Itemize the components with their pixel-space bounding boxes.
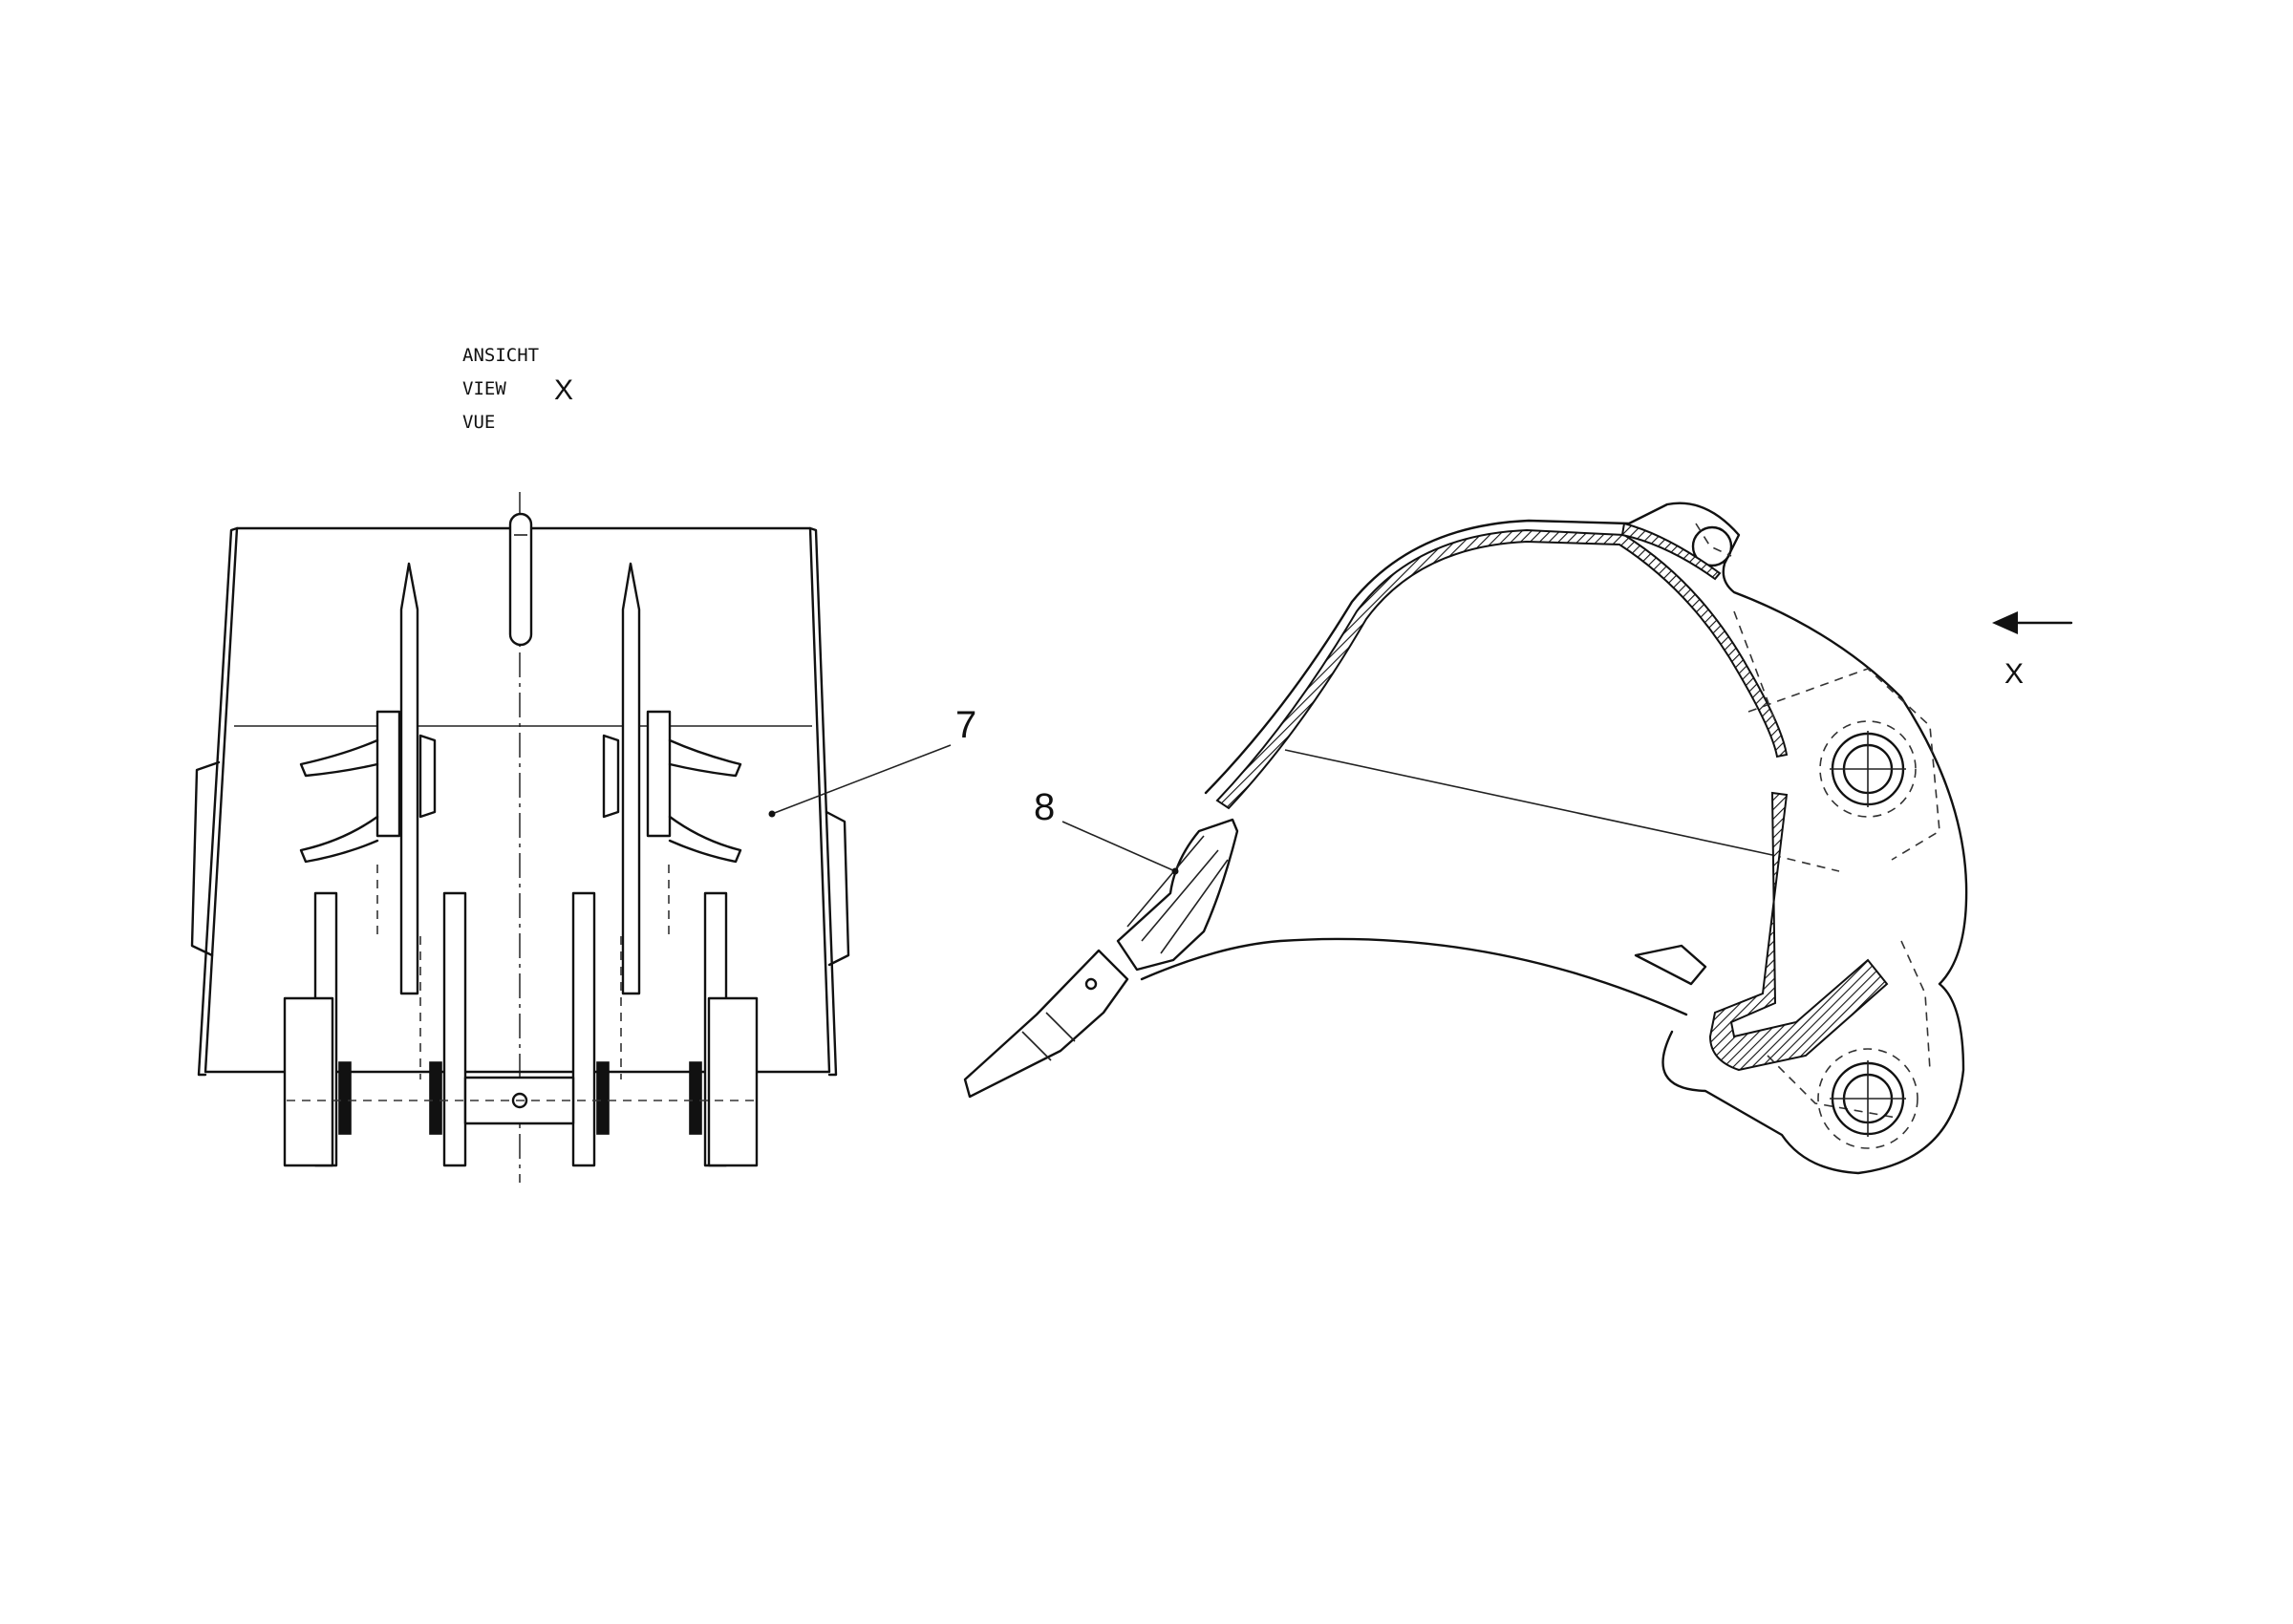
callout-8-label: 8	[1034, 786, 1055, 828]
tooth-adapter-details	[1126, 835, 1229, 954]
view-label-letter: X	[554, 374, 573, 406]
view-x-label: ANSICHT VIEW VUE X	[462, 345, 573, 433]
front-view: 7	[190, 492, 976, 1183]
top-lug-section	[1620, 522, 1722, 581]
left-lower-wing	[299, 815, 379, 864]
right-wear-strip	[825, 810, 850, 967]
mount-lug-3	[571, 891, 596, 1167]
upper-center-pin	[508, 512, 533, 647]
outer-boss-left	[283, 996, 334, 1167]
right-lower-wing	[668, 815, 742, 864]
view-label-vue: VUE	[462, 412, 495, 433]
tooth-tip	[963, 949, 1129, 1099]
callout-8-leader	[1061, 821, 1176, 872]
tooth-retaining-pin	[1084, 977, 1098, 991]
tooth-tip-details	[1021, 1012, 1076, 1061]
internal-tie-line	[1284, 749, 1773, 856]
rear-frame-hidden-lines	[1733, 610, 1940, 1119]
callout-7-label: 7	[955, 704, 976, 746]
internal-tie-hidden	[1771, 854, 1840, 872]
left-boss	[418, 734, 437, 819]
left-gusset-block	[375, 710, 401, 838]
top-link-pin	[1691, 525, 1733, 567]
left-side-plate	[197, 526, 239, 1077]
bucket-body-outline	[204, 526, 831, 1074]
lower-pivot-hidden	[1817, 1048, 1918, 1149]
right-ripper-plate	[621, 562, 641, 995]
right-boss	[602, 734, 620, 819]
arrow-left-icon	[1992, 611, 2073, 634]
right-upper-wing	[668, 738, 742, 778]
rear-frame-section	[1708, 791, 1889, 1072]
outer-boss-right	[707, 996, 759, 1167]
direction-marker-letter: X	[2004, 658, 2024, 690]
bucket-side-outline	[1204, 502, 1968, 1175]
tooth-adapter	[1116, 818, 1239, 972]
callout-7-dot	[768, 810, 776, 818]
side-cutter-fin	[1634, 944, 1707, 986]
bushing-3	[596, 1061, 610, 1135]
view-label-view: VIEW	[462, 378, 506, 399]
upper-pivot-hidden	[1819, 720, 1917, 818]
left-ripper-plate	[399, 562, 419, 995]
left-wear-strip	[190, 760, 221, 957]
side-view: 8 X	[963, 502, 2073, 1175]
bucket-shell-section	[1215, 528, 1789, 810]
callout-8-dot	[1171, 867, 1179, 875]
lower-pin-center-mark	[511, 1092, 528, 1109]
callout-7-leader	[771, 744, 952, 815]
right-gusset-block	[646, 710, 672, 838]
view-label-ansicht: ANSICHT	[462, 345, 539, 366]
bushing-4	[689, 1061, 702, 1135]
bushing-2	[429, 1061, 442, 1135]
left-upper-wing	[299, 738, 379, 778]
mount-lug-2	[442, 891, 467, 1167]
bucket-bottom-line	[1140, 937, 1688, 1016]
right-side-plate	[808, 526, 838, 1077]
bushing-1	[338, 1061, 352, 1135]
